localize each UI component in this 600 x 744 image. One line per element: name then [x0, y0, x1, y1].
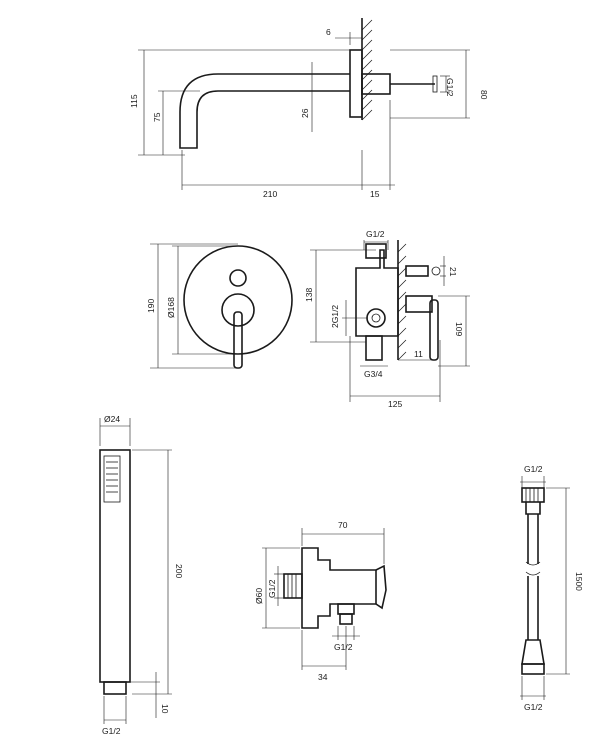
spout-dim-75: 75 [152, 112, 162, 122]
hose-thread-top: G1/2 [524, 464, 543, 474]
mixer-dim-11: 11 [414, 349, 423, 359]
outlet-dim-70: 70 [338, 520, 348, 530]
spout-thread: G1/2 [445, 78, 455, 97]
mixer-dia-168: Ø168 [166, 297, 176, 318]
mixer-dim-190: 190 [146, 299, 156, 313]
hose-thread-bottom: G1/2 [524, 702, 543, 712]
shower-dim-200: 200 [174, 564, 184, 578]
mixer-dim-138: 138 [304, 288, 314, 302]
mixer-thread-side: 2G1/2 [330, 305, 340, 328]
outlet-dia-60: Ø60 [254, 588, 264, 604]
spout-dim-6: 6 [326, 27, 331, 37]
wall-outlet-drawing: 70 Ø60 G1/2 G1/2 34 [254, 520, 387, 682]
mixer-thread-bottom: G3/4 [364, 369, 383, 379]
mixer-drawing: 190 Ø168 [146, 229, 470, 409]
spout-dim-210: 210 [263, 189, 277, 199]
shower-dim-10: 10 [160, 704, 170, 714]
wall-spout-drawing: 6 115 75 26 80 G1/2 210 15 [129, 18, 489, 199]
shower-dia-24: Ø24 [104, 414, 120, 424]
outlet-dim-34: 34 [318, 672, 328, 682]
outlet-thread-bottom: G1/2 [334, 642, 353, 652]
mixer-dim-125: 125 [388, 399, 402, 409]
spout-dim-26: 26 [300, 108, 310, 118]
mixer-dim-109: 109 [454, 322, 464, 336]
spout-dim-80: 80 [479, 90, 489, 100]
hose-dim-1500: 1500 [574, 572, 584, 591]
mixer-thread-top: G1/2 [366, 229, 385, 239]
hose-drawing: G1/2 1500 G1/2 [520, 464, 584, 712]
shower-thread: G1/2 [102, 726, 121, 736]
spout-dim-15: 15 [370, 189, 380, 199]
hand-shower-drawing: Ø24 200 10 G1/2 [99, 414, 184, 736]
mixer-dim-21: 21 [448, 267, 458, 277]
outlet-thread-left: G1/2 [267, 579, 277, 598]
spout-dim-115: 115 [129, 94, 139, 108]
